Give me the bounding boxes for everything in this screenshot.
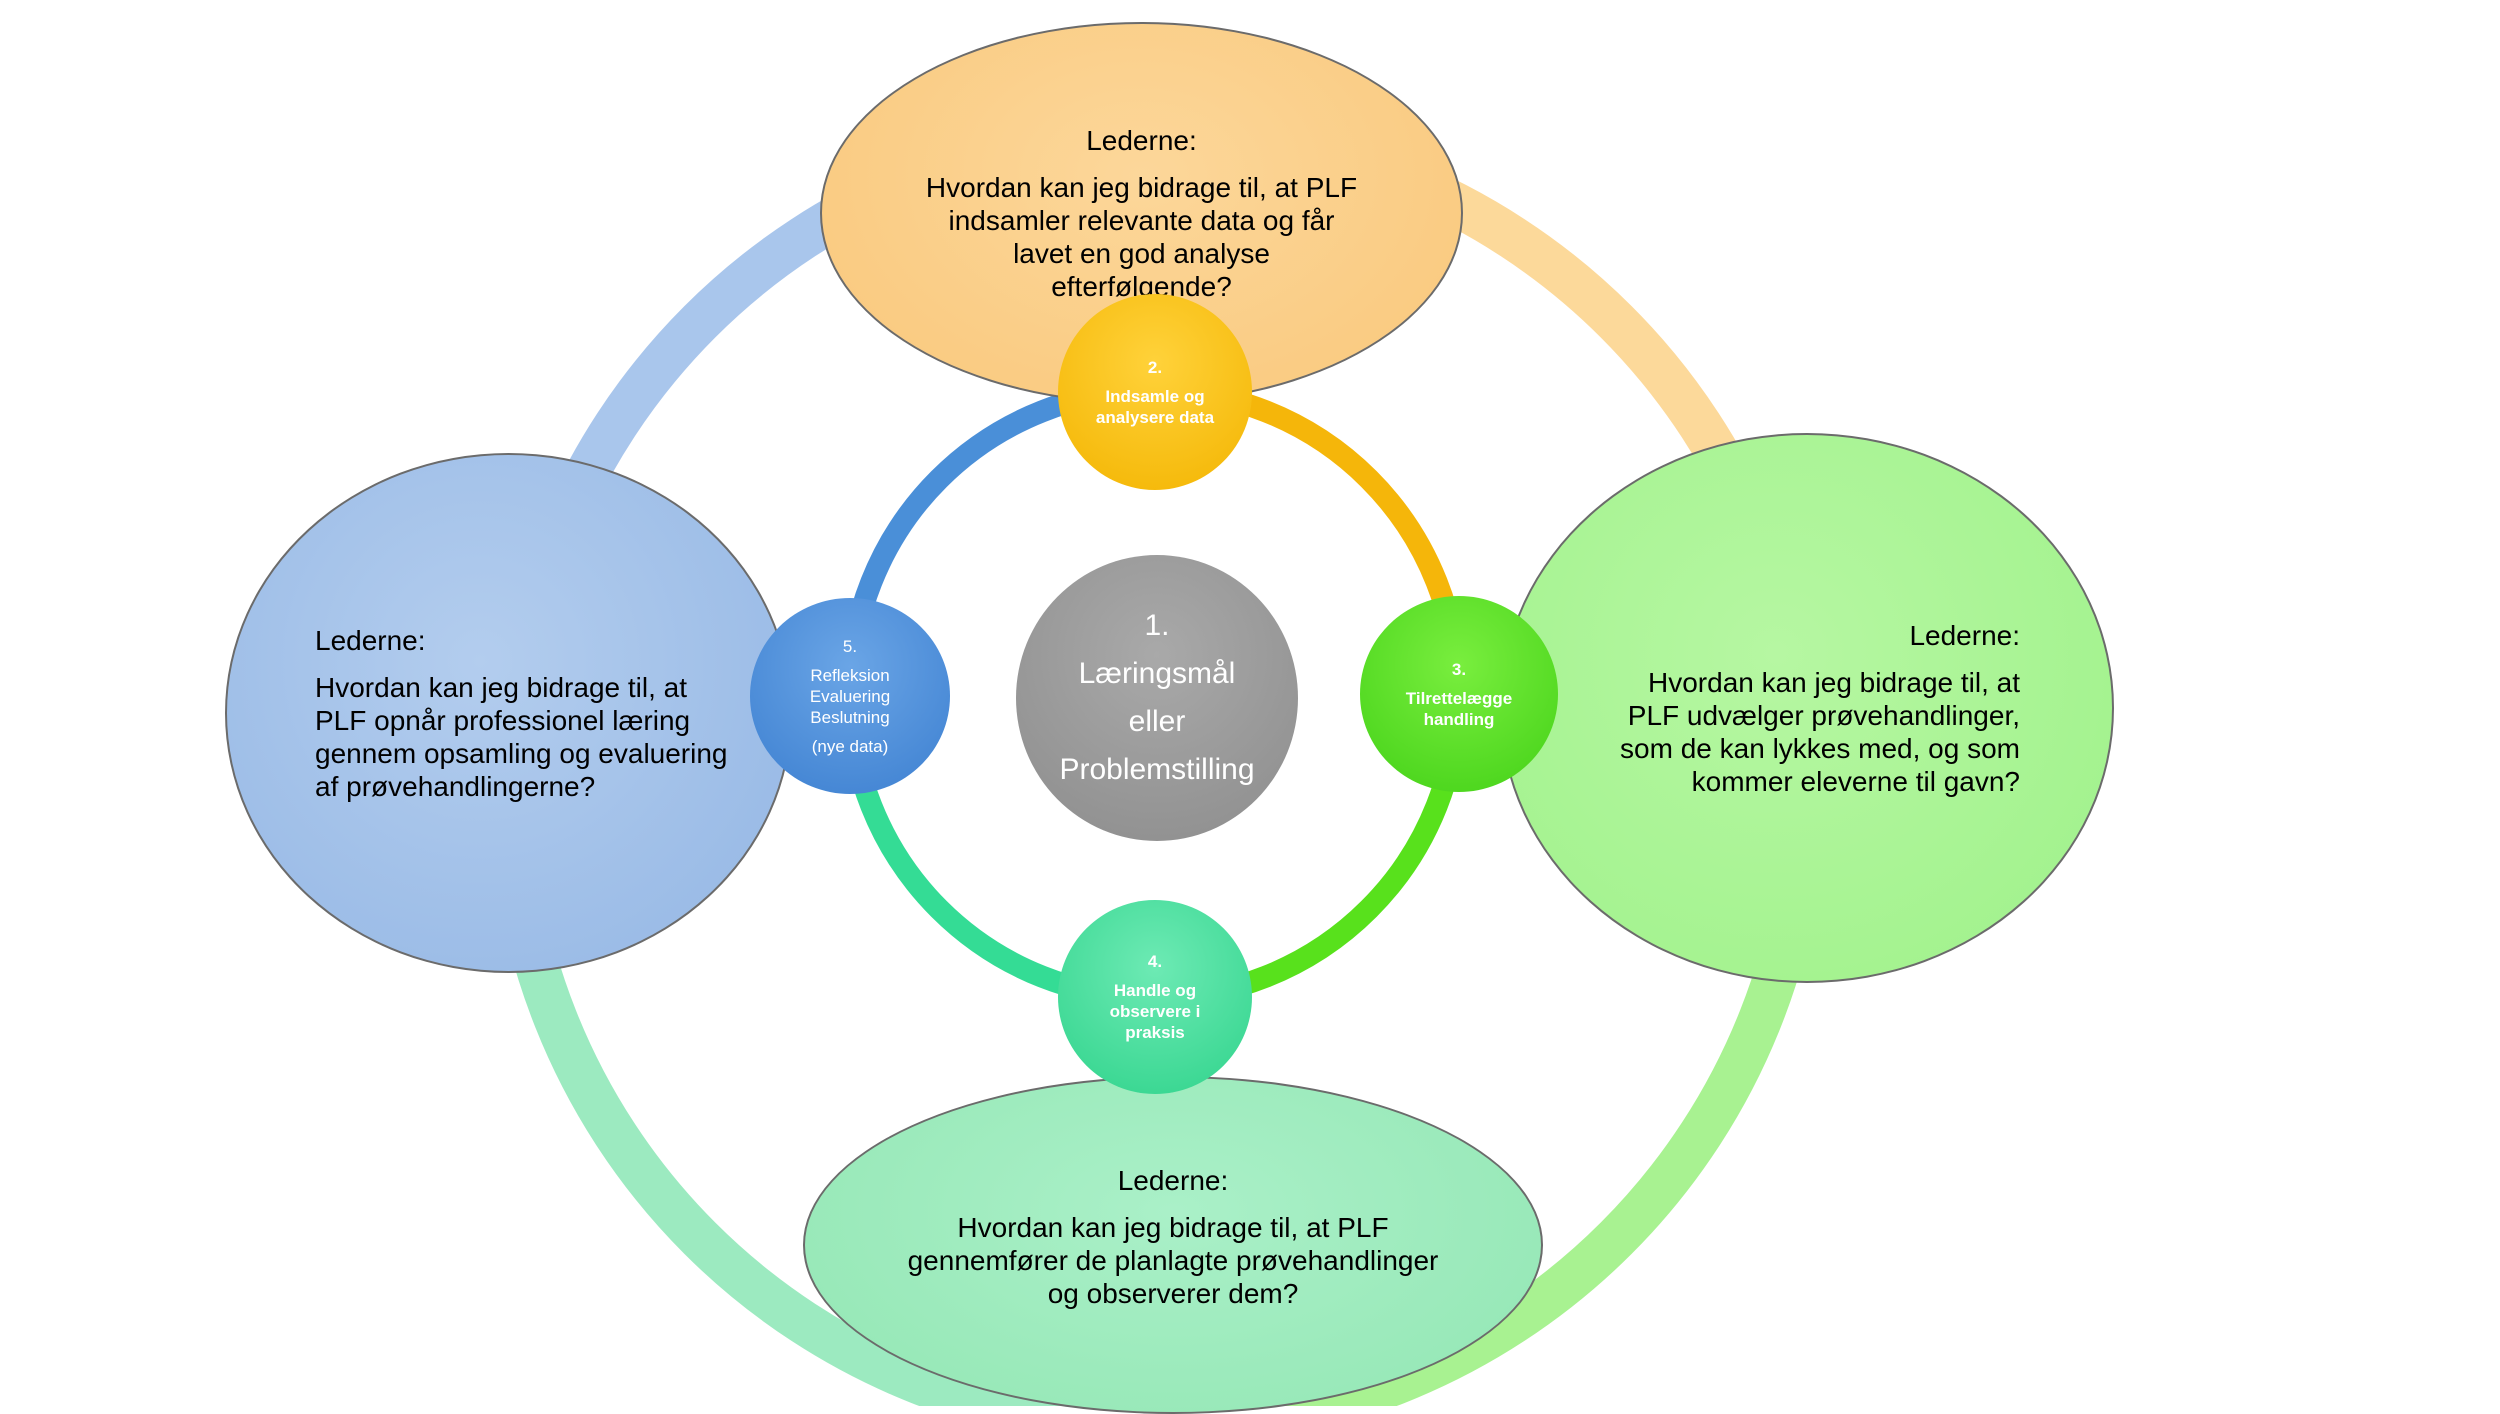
step-2-label-line2: analysere data <box>1095 407 1215 427</box>
center-line3: Problemstilling <box>1059 753 1255 786</box>
bubble-right-select-actions: Lederne: Hvordan kan jeg bidrage til, at… <box>1500 433 2114 983</box>
bubble-top-lead: Lederne: <box>1086 124 1197 156</box>
step-4-label-line1: Handle og <box>1113 981 1197 1000</box>
bubble-left-lead: Lederne: <box>315 624 426 656</box>
center-line1: Læringsmål <box>1078 657 1236 690</box>
step-5-number: 5. <box>842 636 858 656</box>
bubble-left-question: Hvordan kan jeg bidrage til, at PLF opnå… <box>315 671 728 802</box>
bubble-right-lead: Lederne: <box>1909 619 2020 651</box>
step-node-3: 3. Tilrettelægge handling <box>1360 596 1558 792</box>
bubble-bottom-lead: Lederne: <box>1117 1165 1229 1196</box>
step-3-label-line2: handling <box>1423 709 1495 729</box>
center-number: 1. <box>1144 609 1170 642</box>
center-line2: eller <box>1128 705 1186 738</box>
bubble-bottom-question: Hvordan kan jeg bidrage til, at PLF genn… <box>907 1212 1439 1309</box>
step-5-label-line2: Evaluering <box>809 686 891 706</box>
step-3-label-line1: Tilrettelægge <box>1405 688 1513 708</box>
step-3-number: 3. <box>1451 659 1467 679</box>
step-4-number: 4. <box>1147 952 1163 971</box>
step-5-label-line1: Refleksion <box>810 665 890 685</box>
step-5-label-line3: Beslutning <box>810 707 890 727</box>
step-4-label-line3: praksis <box>1125 1023 1185 1042</box>
step-node-5: 5. Refleksion Evaluering Beslutning (nye… <box>750 598 950 794</box>
center-learning-goal: 1. Læringsmål eller Problemstilling <box>1016 555 1298 841</box>
step-2-number: 2. <box>1147 357 1163 377</box>
step-2-label-line1: Indsamle og <box>1105 386 1205 406</box>
bubble-left-evaluate: Lederne: Hvordan kan jeg bidrage til, at… <box>225 453 792 973</box>
bubble-right-question: Hvordan kan jeg bidrage til, at PLF udvæ… <box>1620 666 2020 797</box>
step-5-label-line4: (nye data) <box>811 736 889 756</box>
step-4-label-line2: observere i <box>1109 1002 1201 1021</box>
step-node-2: 2. Indsamle og analysere data <box>1058 294 1252 490</box>
bubble-bottom-carry-out: Lederne: Hvordan kan jeg bidrage til, at… <box>803 1076 1543 1414</box>
step-node-4: 4. Handle og observere i praksis <box>1058 900 1252 1094</box>
bubble-top-question: Hvordan kan jeg bidrage til, at PLF inds… <box>925 171 1358 302</box>
